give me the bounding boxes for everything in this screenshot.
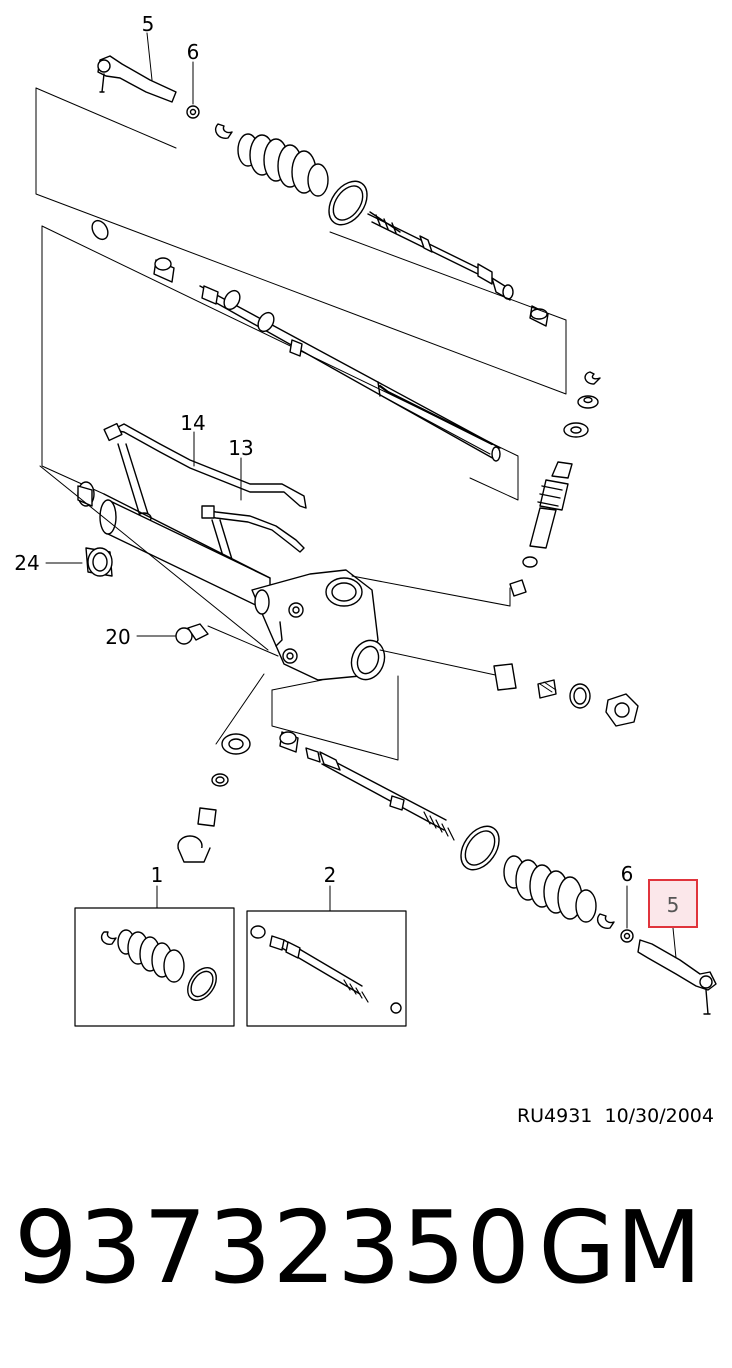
top-nut [186, 61, 200, 119]
rack-o-ring [91, 219, 109, 241]
callout-highlighted-tie-rod-end: 5 [666, 893, 680, 917]
boot-kit-box [74, 885, 235, 1027]
callout-lower-nut: 6 [620, 862, 634, 886]
highlight-box [648, 879, 698, 928]
top-boot [237, 133, 329, 197]
rack-housing [39, 465, 271, 651]
callout-pipe-14: 14 [180, 411, 206, 435]
pinion-assembly [509, 371, 601, 597]
lower-inner-rod [279, 731, 455, 841]
diagram-reference: RU4931 10/30/2004 [516, 1105, 714, 1127]
callout-boot-kit: 1 [150, 863, 164, 887]
lower-large-clamp [460, 825, 500, 871]
top-small-clamp [214, 123, 233, 139]
top-tie-rod-end [97, 32, 177, 103]
fitting-20 [136, 623, 279, 657]
steering-rack [199, 285, 501, 462]
lower-nut [620, 885, 634, 943]
lower-seals-bearings [177, 673, 265, 863]
bushing-24 [45, 547, 113, 577]
callout-fitting-20: 20 [105, 625, 131, 649]
top-inner-rod [367, 211, 514, 301]
group-outline-upper [35, 87, 567, 395]
callout-top-nut: 6 [186, 40, 200, 64]
lower-small-clamp [596, 913, 615, 929]
lower-boot [503, 855, 597, 923]
rack-bushing [153, 257, 175, 283]
brand-name: GM [538, 1189, 702, 1306]
group-outline-lower [271, 675, 399, 761]
top-large-clamp [328, 180, 368, 226]
valve-body [251, 569, 511, 681]
callout-pipe-13: 13 [228, 436, 254, 460]
part-number: 93732350 [14, 1189, 531, 1306]
highlighted-tie-rod-end [637, 927, 717, 1015]
rack-adjuster-parts [379, 649, 639, 727]
callout-inner-tie-rod: 2 [323, 863, 337, 887]
callout-bushing-24: 24 [14, 551, 40, 575]
top-end-bushing [529, 305, 549, 327]
group-outline-rack [41, 225, 105, 495]
hydraulic-pipe-14 [103, 422, 307, 524]
callout-top-tie-rod-end: 5 [141, 12, 155, 36]
inner-tie-rod-box [246, 885, 407, 1027]
